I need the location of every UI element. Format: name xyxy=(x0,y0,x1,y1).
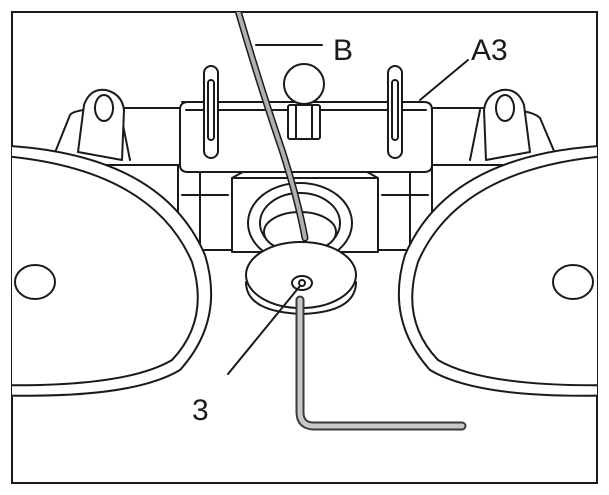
right-mounting-lug xyxy=(483,88,531,161)
label-cable-b: B xyxy=(333,34,353,67)
leader-line-3 xyxy=(227,285,301,375)
leader-line-a3 xyxy=(419,59,469,101)
left-mounting-lug xyxy=(77,88,125,161)
label-screw-3: 3 xyxy=(192,394,209,427)
left-suction-cup xyxy=(12,145,213,397)
cable-b xyxy=(234,12,309,242)
label-bracket-a3: A3 xyxy=(471,34,508,67)
top-knob xyxy=(283,63,325,140)
right-suction-cup xyxy=(397,145,597,397)
hex-key-tool xyxy=(295,295,467,431)
